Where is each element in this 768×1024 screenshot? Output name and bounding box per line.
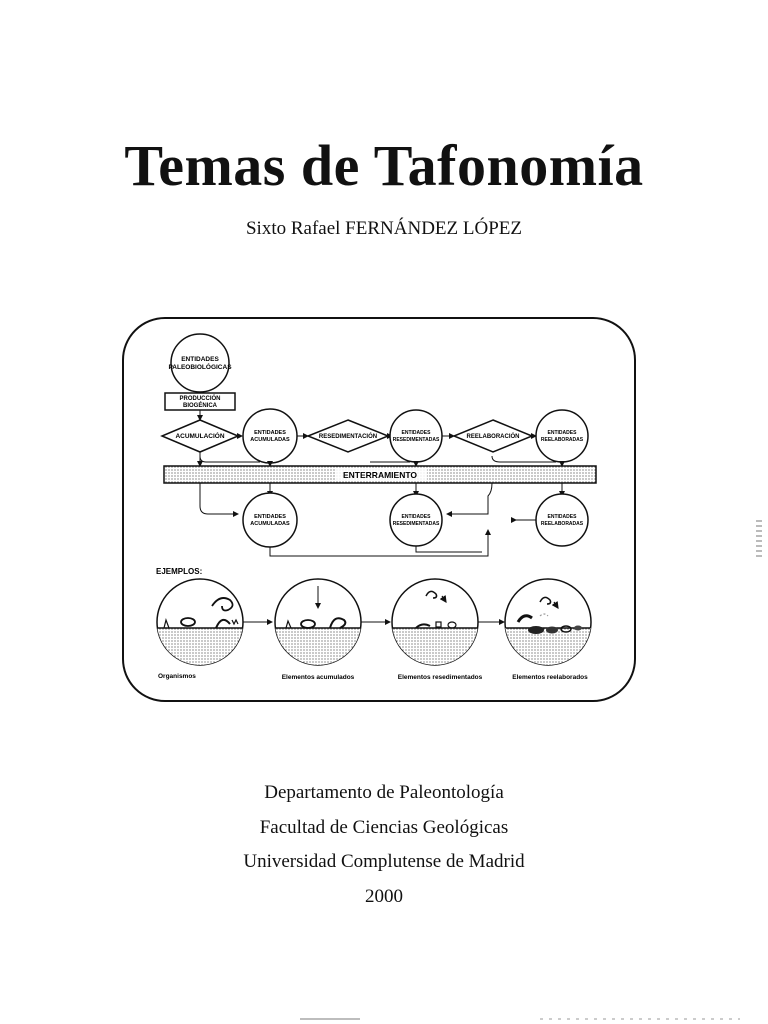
example-elementos-resedimentados <box>391 578 479 666</box>
node-paleo-label-2: PALEOBIOLÓGICAS <box>168 362 232 371</box>
process-acumulacion-label: ACUMULACIÓN <box>175 431 224 440</box>
book-title: Temas de Tafonomía <box>124 133 644 198</box>
node-reelab-bot-label-1: ENTIDADES <box>548 514 578 520</box>
caption-organismos: Organismos <box>158 673 196 680</box>
department-name: Departamento de Paleontología <box>264 782 504 803</box>
node-resed-top-label-2: RESEDIMENTADAS <box>393 437 440 443</box>
node-acum-top-label-2: ACUMULADAS <box>250 437 290 443</box>
node-entidades-acumuladas-bottom <box>242 492 298 548</box>
example-elementos-reelaborados <box>504 578 592 666</box>
process-reelaboracion-label: REELABORACIÓN <box>466 432 519 440</box>
publication-year: 2000 <box>365 885 403 907</box>
box-produccion-label-2: BIOGÉNICA <box>183 401 218 409</box>
caption-elementos-resedimentados: Elementos resedimentados <box>398 674 483 681</box>
faculty-name: Facultad de Ciencias Geológicas <box>259 816 509 838</box>
scan-speck <box>756 520 762 560</box>
node-acum-top-label-1: ENTIDADES <box>254 430 286 436</box>
process-reelaboracion <box>452 419 534 453</box>
affiliation-block: Departamento de Paleontología Facultad d… <box>0 776 768 914</box>
node-acum-bot-label-2: ACUMULADAS <box>250 521 290 527</box>
node-acum-bot-label-1: ENTIDADES <box>254 514 286 520</box>
university-name: Universidad Complutense de Madrid <box>243 851 525 872</box>
scan-speck <box>300 1018 360 1020</box>
author-name: Sixto Rafael FERNÁNDEZ LÓPEZ <box>245 218 522 239</box>
node-entidades-paleobiologicas <box>170 333 230 393</box>
taphonomy-flow-diagram: ENTIDADES PALEOBIOLÓGICAS PRODUCCIÓN BIO… <box>120 316 638 704</box>
bar-enterramiento-label: ENTERRAMIENTO <box>343 470 417 480</box>
node-entidades-reelaboradas-bottom <box>535 493 589 547</box>
node-resed-bot-label-1: ENTIDADES <box>402 514 432 520</box>
examples-heading: EJEMPLOS: <box>156 567 202 576</box>
node-reelab-bot-label-2: REELABORADAS <box>541 521 584 527</box>
scan-speck <box>540 1018 740 1020</box>
caption-elementos-acumulados: Elementos acumulados <box>282 674 355 681</box>
node-entidades-reelaboradas-top <box>535 409 589 463</box>
node-paleo-label-1: ENTIDADES <box>181 356 219 363</box>
node-resed-top-label-1: ENTIDADES <box>402 430 432 436</box>
box-produccion-label-1: PRODUCCIÓN <box>179 394 220 402</box>
node-reelab-top-label-1: ENTIDADES <box>548 430 578 436</box>
node-resed-bot-label-2: RESEDIMENTADAS <box>393 521 440 527</box>
example-organismos <box>156 578 244 666</box>
node-reelab-top-label-2: REELABORADAS <box>541 437 584 443</box>
node-entidades-resedimentadas-top <box>389 409 443 463</box>
process-resedimentacion-label: RESEDIMENTACIÓN <box>319 432 377 440</box>
node-entidades-acumuladas-top <box>242 408 298 464</box>
process-resedimentacion <box>305 419 391 453</box>
diagram-frame <box>122 317 636 702</box>
example-elementos-acumulados <box>274 578 362 666</box>
node-entidades-resedimentadas-bottom <box>389 493 443 547</box>
caption-elementos-reelaborados: Elementos reelaborados <box>512 674 588 681</box>
